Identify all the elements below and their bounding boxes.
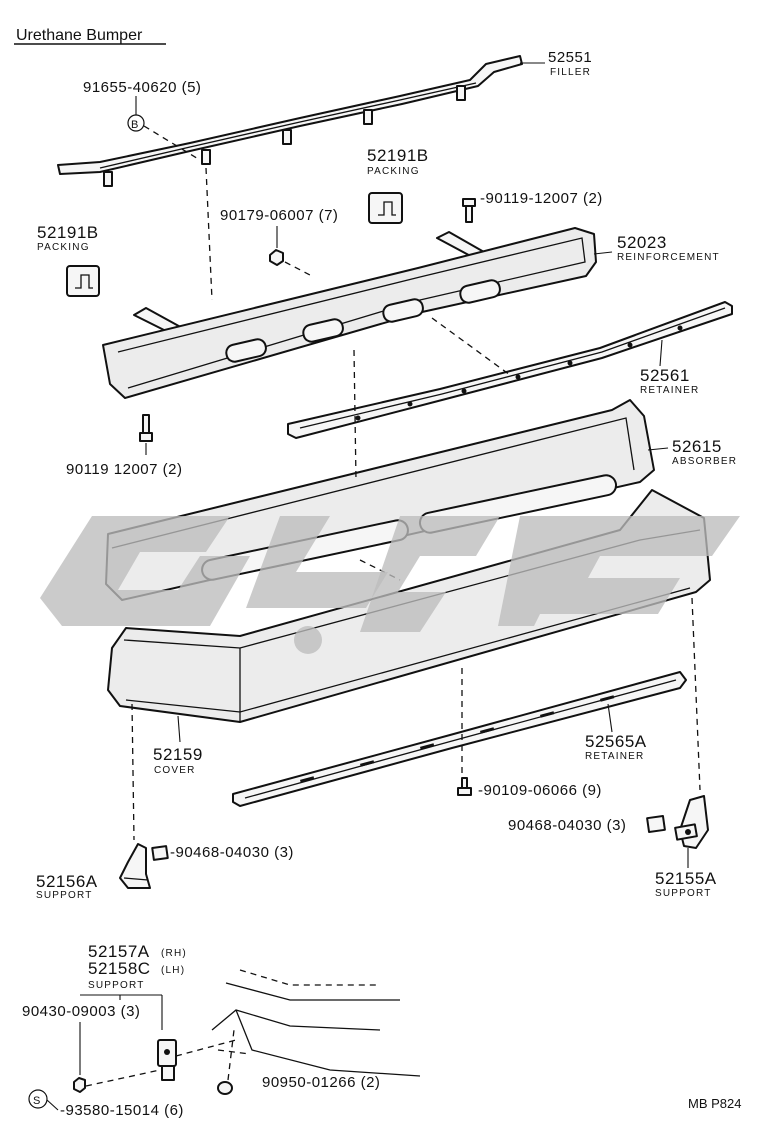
- cover-name: COVER: [154, 765, 196, 776]
- packing-left-number: 52191B: [37, 223, 99, 242]
- clip-bottom-number: 90950-01266 (2): [262, 1074, 380, 1091]
- diagram-title: Urethane Bumper: [16, 27, 143, 44]
- retainer-upper-number: 52561: [640, 366, 690, 385]
- filler-name: FILLER: [550, 67, 591, 78]
- nut-bottom-part: [73, 1077, 86, 1093]
- support-lh-number: 52158C: [88, 959, 151, 978]
- nut-bottom-number: 90430-09003 (3): [22, 1003, 140, 1020]
- packing-left-part: [66, 265, 100, 297]
- support-bracket-part: [157, 1039, 177, 1081]
- support-right-number: 52155A: [655, 869, 717, 888]
- retainer-lower-name: RETAINER: [585, 751, 644, 762]
- retainer-lower-part: [232, 671, 687, 807]
- screw-lower-number: -90109-06066 (9): [478, 782, 602, 799]
- bolt-top-part: [462, 198, 476, 223]
- ref-b-label: B: [131, 119, 138, 131]
- support-left-part: [119, 843, 151, 889]
- clip-bottom-part: [217, 1081, 233, 1095]
- filler-number: 52551: [548, 49, 592, 66]
- nut-top-part: [269, 249, 284, 266]
- bumper-corner-outline: [211, 969, 421, 1077]
- support-left-name: SUPPORT: [36, 890, 93, 901]
- bolt-top-number: -90119-12007 (2): [480, 190, 603, 207]
- support-right-part: [674, 795, 709, 849]
- nut-right-number: 90468-04030 (3): [508, 817, 626, 834]
- support-lh-suffix: (LH): [161, 965, 185, 976]
- nut-right-part: [646, 814, 666, 834]
- reinforcement-part: [102, 227, 597, 399]
- packing-center-number: 52191B: [367, 146, 429, 165]
- watermark-logo: [40, 516, 740, 654]
- retainer-lower-number: 52565A: [585, 732, 647, 751]
- screw-s-number: -93580-15014 (6): [60, 1102, 184, 1119]
- nut-left-number: -90468-04030 (3): [170, 844, 294, 861]
- figure-code: MB P824: [688, 1096, 741, 1111]
- support-rh-suffix: (RH): [161, 948, 187, 959]
- bolt-left-part: [139, 414, 153, 442]
- ref-circle-s: [28, 1089, 48, 1109]
- absorber-number: 52615: [672, 437, 722, 456]
- packing-center-name: PACKING: [367, 166, 420, 177]
- bolt-left-number: 90119 12007 (2): [66, 461, 182, 478]
- absorber-name: ABSORBER: [672, 456, 737, 467]
- support-lh-name: SUPPORT: [88, 980, 145, 991]
- reinforcement-name: REINFORCEMENT: [617, 252, 720, 263]
- packing-center-part: [368, 192, 403, 224]
- retainer-upper-name: RETAINER: [640, 385, 699, 396]
- screw-lower-part: [457, 777, 472, 796]
- support-right-name: SUPPORT: [655, 888, 712, 899]
- cover-number: 52159: [153, 745, 203, 764]
- filler-part: [57, 55, 523, 187]
- support-left-number: 52156A: [36, 872, 98, 891]
- nut-top-number: 90179-06007 (7): [220, 207, 338, 224]
- support-rh-number: 52157A: [88, 942, 150, 961]
- screw-b-number: 91655-40620 (5): [83, 79, 201, 96]
- ref-s-label: S: [33, 1095, 40, 1107]
- nut-left-part: [151, 845, 169, 861]
- reinforcement-number: 52023: [617, 233, 667, 252]
- retainer-upper-part: [287, 301, 733, 439]
- packing-left-name: PACKING: [37, 242, 90, 253]
